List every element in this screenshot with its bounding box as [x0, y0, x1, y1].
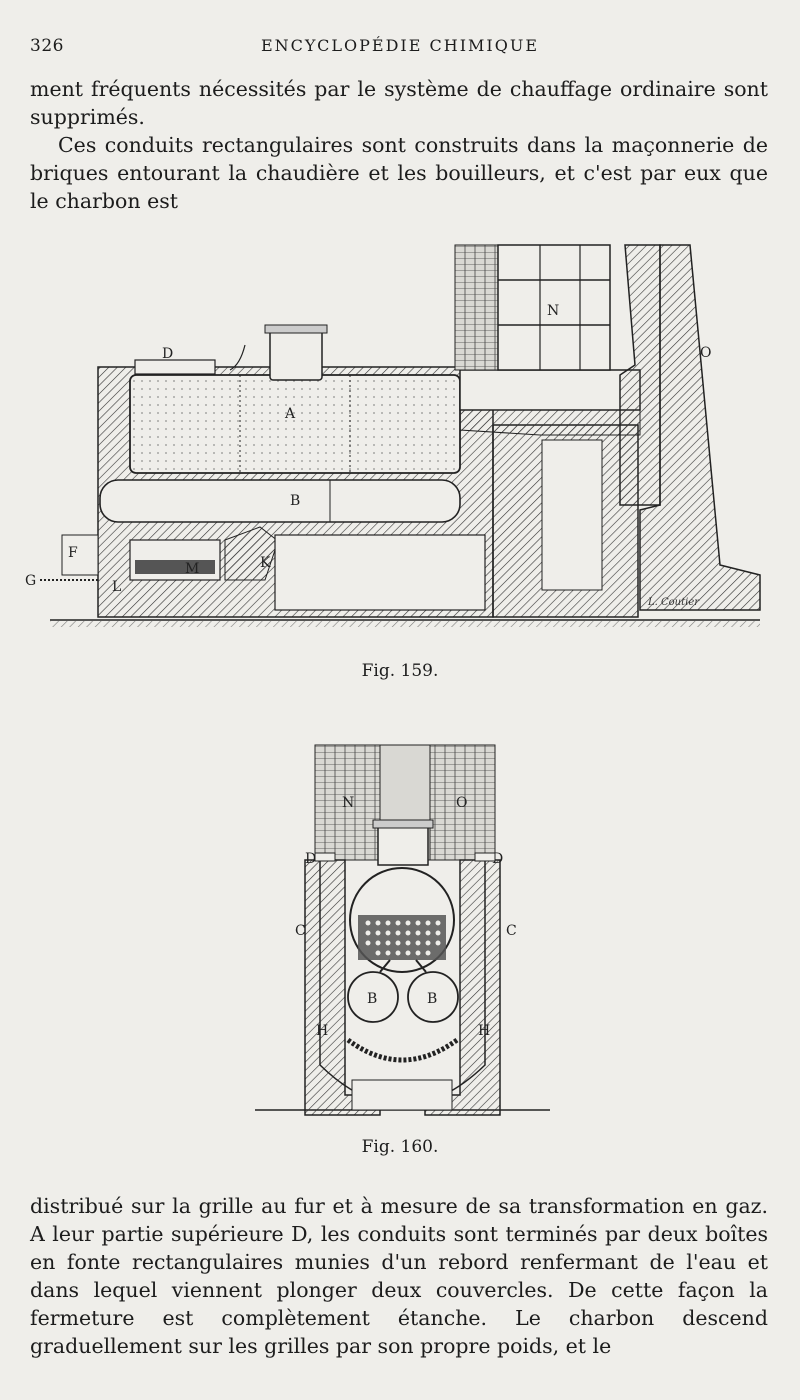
- label-c-left: C: [295, 923, 306, 939]
- label-n-section: N: [342, 795, 354, 811]
- label-l: L: [112, 579, 121, 595]
- label-d: D: [162, 346, 173, 362]
- label-o-section: O: [456, 795, 467, 811]
- label-o: O: [700, 345, 711, 361]
- label-f: F: [68, 545, 78, 561]
- figure-159-illustration: A D B M K F G L: [20, 235, 780, 645]
- label-h-left: H: [316, 1023, 328, 1039]
- label-h-right: H: [478, 1023, 490, 1039]
- label-b: B: [290, 493, 300, 509]
- figure-160-caption: Fig. 160.: [361, 1137, 439, 1157]
- engraver-signature: L. Coutier: [647, 597, 700, 608]
- label-b-left: B: [367, 991, 377, 1007]
- page-number: 326: [30, 36, 64, 56]
- page-header: 326 ENCYCLOPÉDIE CHIMIQUE: [30, 34, 770, 60]
- label-c-right: C: [506, 923, 517, 939]
- label-g: G: [25, 573, 36, 589]
- paragraph-2: Ces conduits rectangulaires sont constru…: [30, 133, 768, 213]
- paragraph-3: distribué sur la grille au fur et à mesu…: [30, 1194, 768, 1358]
- running-title: ENCYCLOPÉDIE CHIMIQUE: [260, 36, 540, 55]
- label-d-right: D: [492, 851, 503, 867]
- label-n: N: [547, 303, 559, 319]
- label-m: M: [185, 561, 199, 577]
- figure-159-caption: Fig. 159.: [361, 661, 439, 681]
- label-b-right: B: [427, 991, 437, 1007]
- figure-160-illustration: N O C C D D: [250, 735, 570, 1125]
- label-d-left: D: [305, 851, 316, 867]
- tube-bundle: [365, 920, 441, 956]
- figure-159-drawing: A D B M K F G L: [25, 244, 761, 627]
- figure-160-drawing: N O C C D D: [255, 744, 550, 1116]
- paragraph-1: ment fréquents nécessités par le système…: [30, 77, 768, 129]
- label-k: K: [260, 555, 271, 571]
- label-a: A: [284, 406, 296, 422]
